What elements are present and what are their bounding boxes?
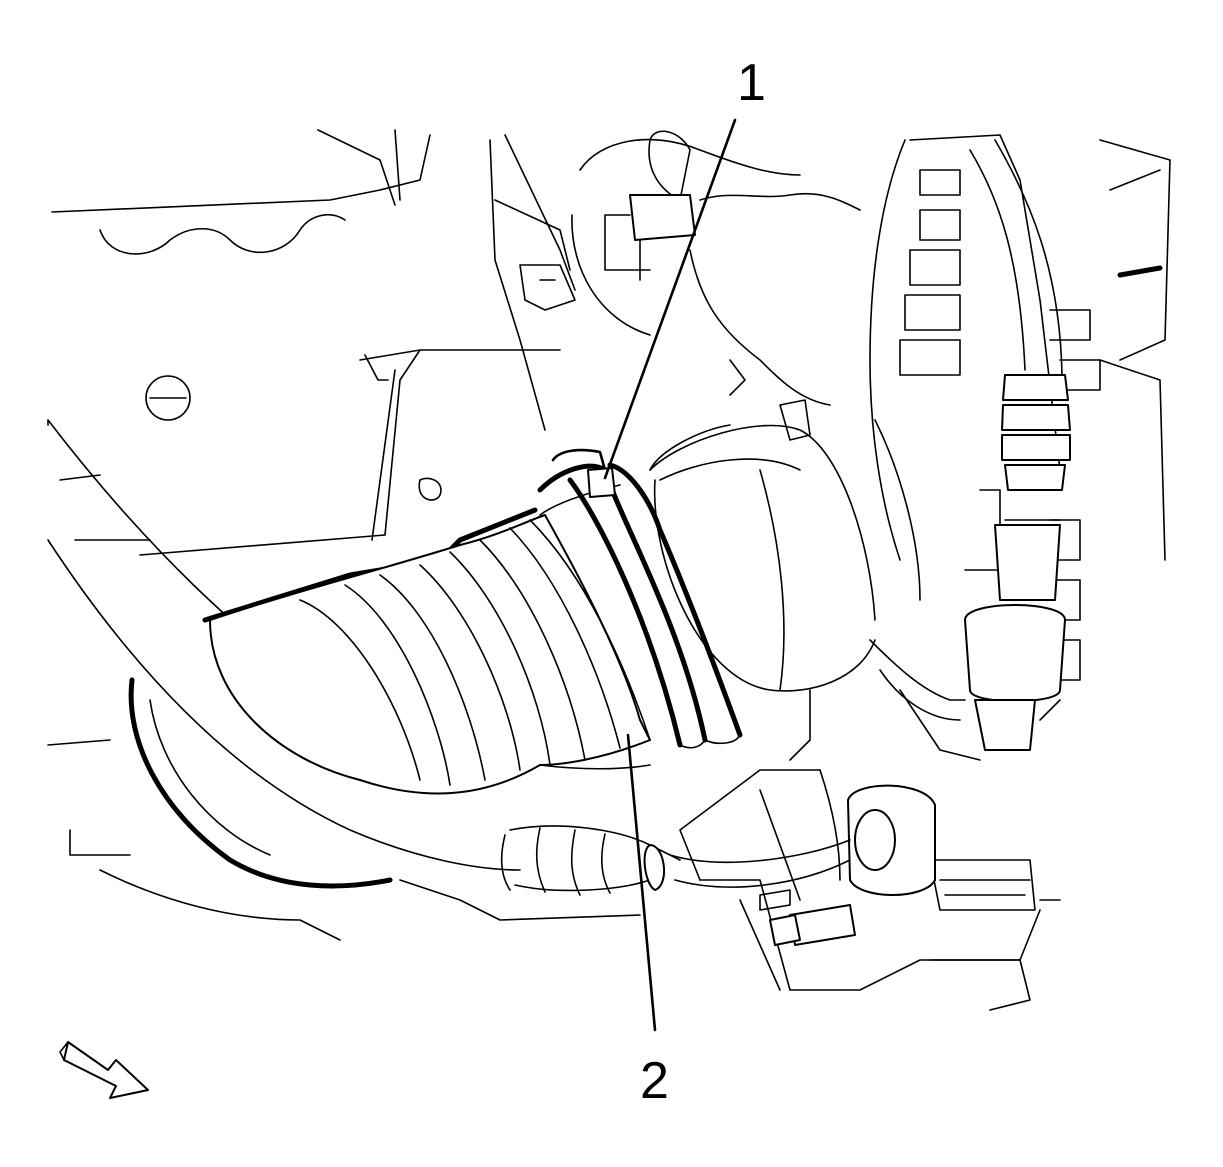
view-direction-arrow-icon — [59, 1041, 149, 1099]
lower-bracket — [679, 769, 1061, 1011]
background-structure — [47, 129, 561, 556]
air-intake-hose — [202, 484, 651, 795]
callout-2-leader — [626, 733, 657, 1032]
callout-2-label: 2 — [640, 1052, 669, 1110]
callout-1-leader — [603, 118, 737, 480]
callout-1-label: 1 — [737, 54, 766, 112]
hose-clamp — [537, 448, 743, 749]
vertical-hose — [964, 139, 1071, 751]
throttle-body-duct — [649, 419, 981, 761]
lower-shield — [47, 677, 641, 941]
upper-brackets — [489, 130, 861, 441]
callout-2: 2 — [626, 733, 669, 1110]
callout-1: 1 — [603, 54, 766, 480]
right-side-housing — [869, 134, 1171, 721]
